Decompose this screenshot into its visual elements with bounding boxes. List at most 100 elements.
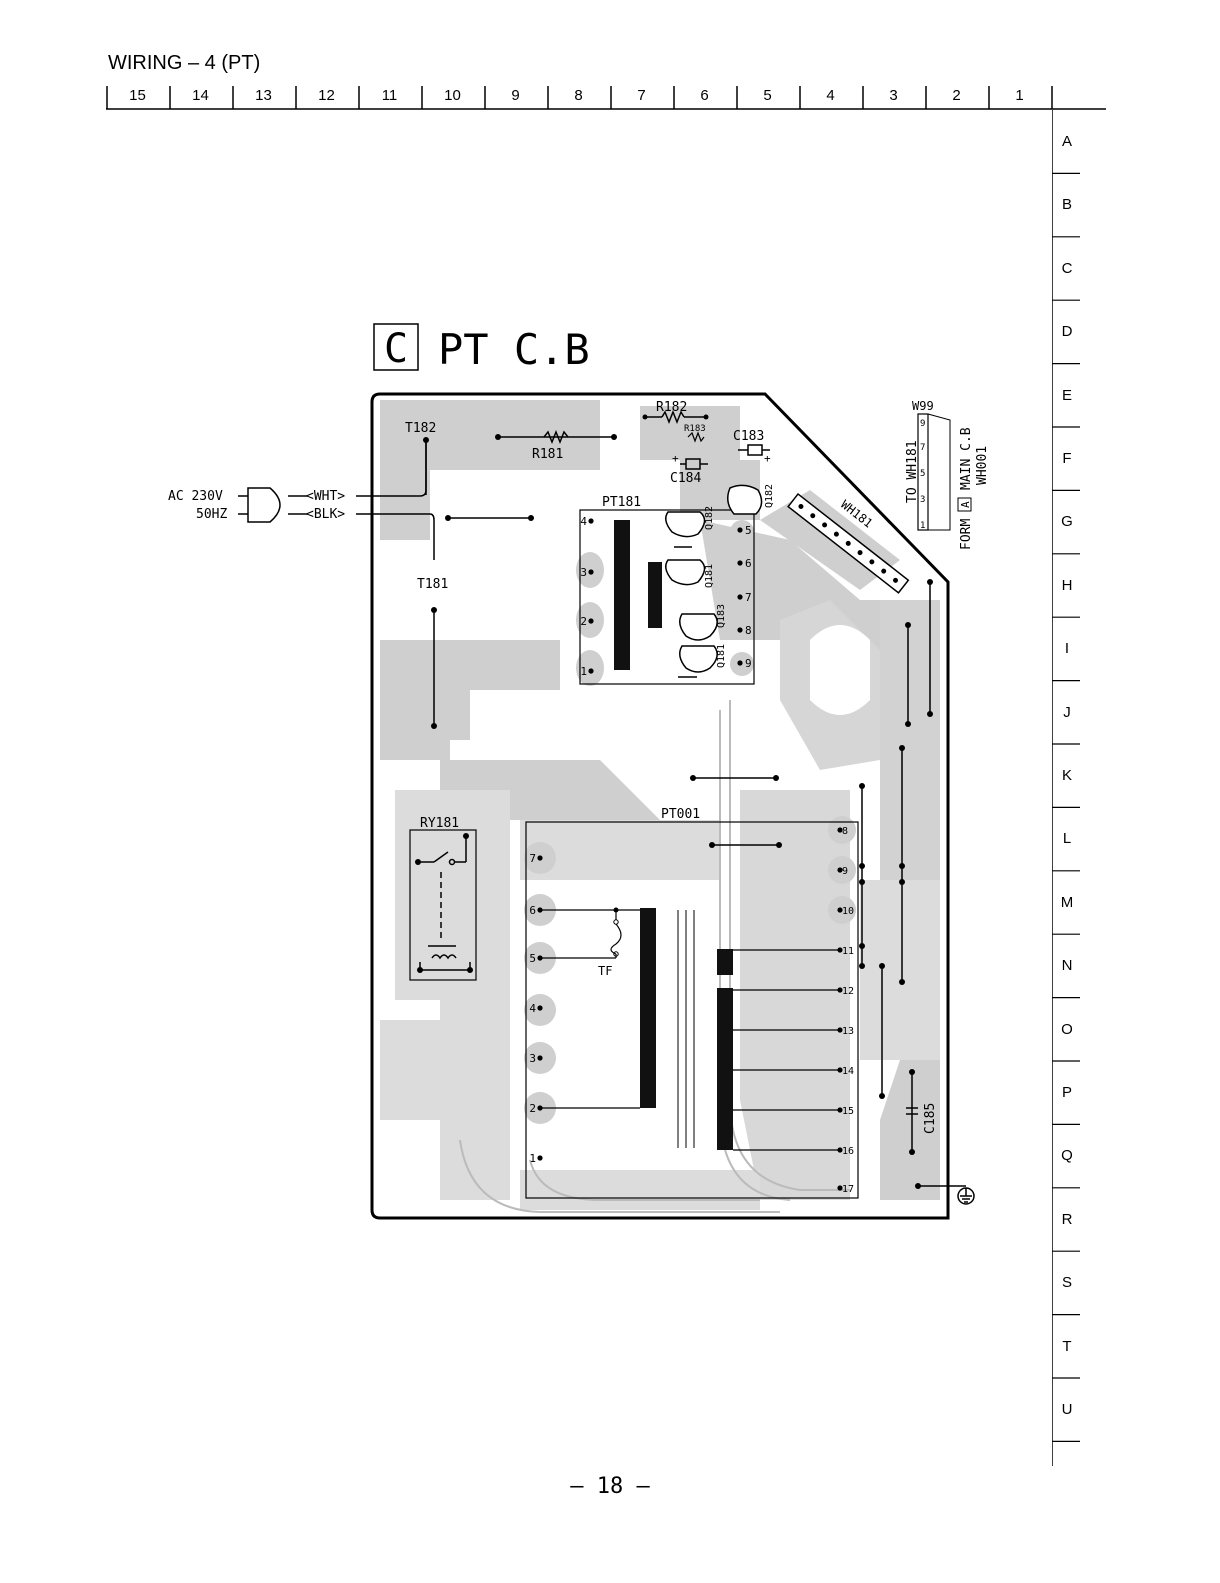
label-c183: C183 xyxy=(733,429,764,444)
label-to-wh181: TO WH181 xyxy=(905,440,920,503)
pin-dot xyxy=(588,618,594,624)
label-form-tag: A xyxy=(959,501,972,508)
w99-pin-label: 5 xyxy=(920,469,925,479)
capacitor-c185 xyxy=(906,1107,918,1115)
row-index-label: L xyxy=(1062,830,1072,848)
pin-label: 14 xyxy=(842,1066,854,1077)
label-ry181: RY181 xyxy=(420,816,459,831)
transistor-group xyxy=(665,484,763,673)
pt001-core-right xyxy=(717,988,733,1150)
form-tag-box xyxy=(957,497,972,512)
pt001-windings xyxy=(540,909,842,1151)
page-number: – 18 – xyxy=(570,1474,650,1499)
pin-label: 9 xyxy=(745,657,752,670)
label-t182: T182 xyxy=(405,421,436,436)
pin-dot xyxy=(737,594,743,600)
pin-label: 5 xyxy=(745,524,752,537)
label-r182: R182 xyxy=(656,400,687,415)
row-index-label: E xyxy=(1061,386,1072,404)
c184-plus: + xyxy=(672,452,679,465)
label-tf: TF xyxy=(598,964,612,978)
label-form: FORM xyxy=(959,519,974,550)
row-grid-lines xyxy=(1052,110,1080,1466)
column-index-label: 14 xyxy=(192,87,209,104)
row-index-label: J xyxy=(1063,703,1071,721)
pt001-outline xyxy=(525,821,859,1199)
relay-outline xyxy=(409,829,477,981)
pin-dot xyxy=(588,668,594,674)
resistor-r182 xyxy=(645,409,706,425)
jumper-dots xyxy=(423,434,933,1155)
column-index-label: 12 xyxy=(318,87,335,104)
pin-dot xyxy=(537,1155,543,1161)
pt001-core-left xyxy=(640,908,656,1108)
ac-wires xyxy=(356,440,435,560)
pin-dot xyxy=(537,1055,543,1061)
pin-label: 15 xyxy=(842,1106,854,1117)
column-index-label: 5 xyxy=(763,87,772,104)
pin-label: 2 xyxy=(580,615,587,628)
row-index-label: I xyxy=(1064,640,1070,658)
label-q181-a: Q181 xyxy=(704,564,715,588)
label-pt001: PT001 xyxy=(661,807,700,822)
pin-dot xyxy=(537,1005,543,1011)
label-pt181: PT181 xyxy=(602,495,641,510)
row-index-label: B xyxy=(1061,196,1072,214)
pin-label: 3 xyxy=(529,1052,536,1065)
label-main-ref: WH001 xyxy=(975,446,990,485)
pin-dot xyxy=(588,569,594,575)
column-grid-lines xyxy=(106,86,1106,110)
pin-label: 13 xyxy=(842,1026,854,1037)
row-index-label: Q xyxy=(1061,1147,1073,1165)
pin-dot xyxy=(837,867,843,873)
pin-label: 6 xyxy=(745,557,752,570)
row-index-label: H xyxy=(1061,576,1073,594)
row-index-label: R xyxy=(1061,1210,1073,1228)
pin-dot xyxy=(588,518,594,524)
pin-label: 3 xyxy=(580,566,587,579)
column-index-label: 4 xyxy=(826,87,835,104)
pin-dot xyxy=(737,527,743,533)
row-index-label: S xyxy=(1061,1274,1072,1292)
pin-label: 8 xyxy=(842,826,848,837)
pin-dot xyxy=(737,627,743,633)
pin-label: 17 xyxy=(842,1184,854,1195)
pin-label: 10 xyxy=(842,906,854,917)
label-w99: W99 xyxy=(912,399,934,413)
row-index-label: P xyxy=(1061,1084,1072,1101)
wh181-connector xyxy=(787,492,910,594)
board-tag: C xyxy=(384,326,408,372)
pt001-core-lines xyxy=(677,910,695,1148)
relay-dots xyxy=(415,833,473,973)
row-index-label: G xyxy=(1061,513,1073,531)
w99-strip xyxy=(917,413,929,531)
w99-pin-label: 1 xyxy=(920,521,925,531)
pin-label: 8 xyxy=(745,624,752,637)
board-name: PT C.B xyxy=(438,325,590,374)
resistor-r183 xyxy=(687,431,705,443)
pin-label: 16 xyxy=(842,1146,854,1157)
pin-label: 5 xyxy=(529,952,536,965)
label-r183: R183 xyxy=(684,424,706,434)
pin-dot xyxy=(837,827,843,833)
pt181-core-right xyxy=(648,562,662,628)
label-ac-line2: 50HZ xyxy=(196,507,227,522)
w99-pin-label: 7 xyxy=(920,443,925,453)
board-tag-box xyxy=(373,323,419,371)
pin-label: 7 xyxy=(529,852,536,865)
pin-dot xyxy=(737,560,743,566)
column-index-label: 10 xyxy=(444,87,461,104)
pt181-core-left xyxy=(614,520,630,670)
column-index-label: 13 xyxy=(255,87,272,104)
row-index-label: K xyxy=(1061,767,1072,784)
pin-label: 1 xyxy=(580,665,587,678)
row-index-label: O xyxy=(1061,1020,1073,1038)
capacitor-c184 xyxy=(680,458,708,470)
row-index-label: T xyxy=(1062,1337,1072,1355)
label-q182-a: Q182 xyxy=(704,506,715,530)
